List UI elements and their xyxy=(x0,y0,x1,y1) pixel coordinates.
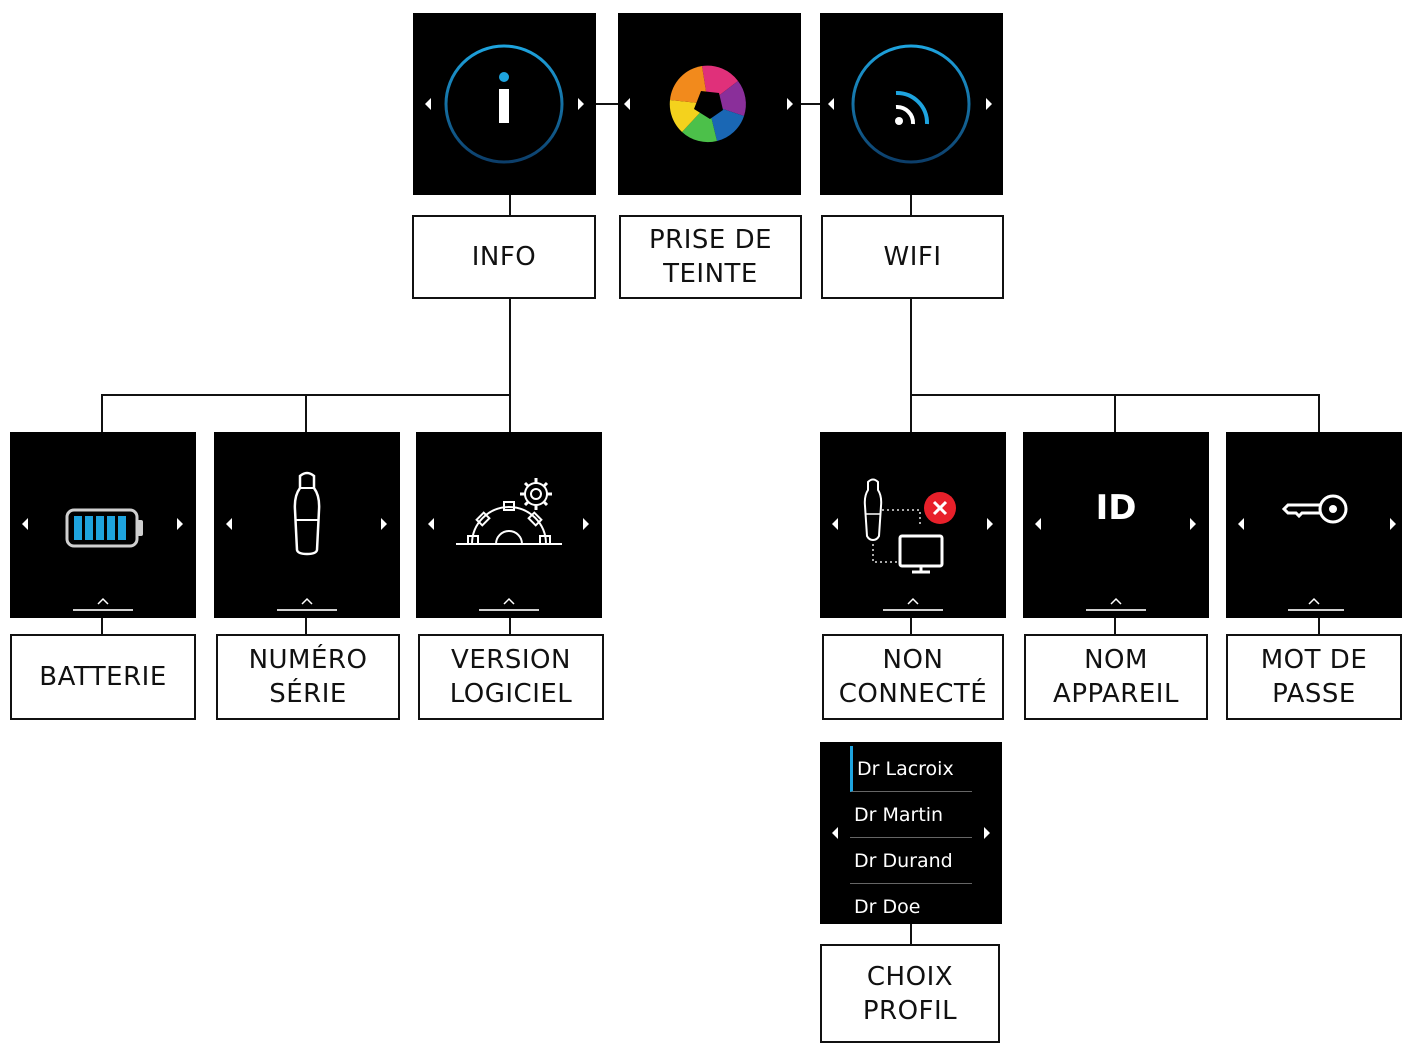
not-connected-label-text: NON CONNECTÉ xyxy=(838,645,988,709)
connector-serial-drop xyxy=(305,394,307,432)
shade-screen[interactable] xyxy=(618,13,801,195)
connector-wifi-down xyxy=(910,298,912,395)
id-icon: ID xyxy=(1086,488,1146,611)
profile-item[interactable]: Dr Durand xyxy=(850,838,972,884)
serial-screen[interactable] xyxy=(214,432,400,618)
arrow-right-icon[interactable] xyxy=(1390,518,1396,530)
arrow-right-icon[interactable] xyxy=(986,98,992,110)
arrow-right-icon[interactable] xyxy=(987,518,993,530)
arrow-left-icon[interactable] xyxy=(226,518,232,530)
connector-device-name-label xyxy=(1114,618,1116,634)
info-icon xyxy=(444,44,564,164)
arrow-left-icon[interactable] xyxy=(828,98,834,110)
battery-label: BATTERIE xyxy=(10,634,196,720)
wifi-label-text: WIFI xyxy=(883,242,942,272)
connector-profile-label xyxy=(910,924,912,946)
serial-label-text: NUMÉRO SÉRIE xyxy=(248,645,368,709)
connector-password-drop xyxy=(1318,394,1320,432)
profile-item[interactable]: Dr Martin xyxy=(850,792,972,838)
arrow-right-icon[interactable] xyxy=(177,518,183,530)
gears-icon xyxy=(456,478,562,611)
connector-not-connected-label xyxy=(910,618,912,634)
shade-aperture-icon xyxy=(669,65,746,143)
info-label: INFO xyxy=(412,215,596,299)
profile-item[interactable]: Dr Lacroix xyxy=(850,746,972,792)
arrow-right-icon[interactable] xyxy=(984,827,990,839)
connector-password-label xyxy=(1318,618,1320,634)
profile-list: Dr Lacroix Dr Martin Dr Durand Dr Doe xyxy=(850,746,972,930)
profile-item[interactable]: Dr Doe xyxy=(850,884,972,930)
arrow-right-icon[interactable] xyxy=(381,518,387,530)
connector-battery-label xyxy=(101,618,103,634)
software-label: VERSION LOGICIEL xyxy=(418,634,604,720)
connector-shade-wifi xyxy=(801,103,820,105)
profile-label-text: CHOIX PROFIL xyxy=(862,961,958,1026)
battery-screen[interactable] xyxy=(10,432,196,618)
connector-serial-label xyxy=(305,618,307,634)
device-name-label: NOM APPAREIL xyxy=(1024,634,1208,720)
connector-device-name-drop xyxy=(1114,394,1116,432)
info-screen[interactable] xyxy=(413,13,596,195)
software-label-text: VERSION LOGICIEL xyxy=(449,645,573,709)
profile-name: Dr Doe xyxy=(854,896,921,918)
password-label: MOT DE PASSE xyxy=(1226,634,1402,720)
profile-name: Dr Martin xyxy=(854,803,944,826)
id-icon-text: ID xyxy=(1096,488,1137,528)
wifi-icon xyxy=(851,44,971,164)
connector-software-label xyxy=(509,618,511,634)
wifi-screen[interactable] xyxy=(820,13,1003,195)
device-name-label-text: NOM APPAREIL xyxy=(1053,645,1179,709)
connector-info-shade xyxy=(596,103,618,105)
not-connected-label: NON CONNECTÉ xyxy=(822,634,1004,720)
battery-label-text: BATTERIE xyxy=(39,662,167,692)
info-label-text: INFO xyxy=(471,242,537,272)
profile-screen[interactable]: Dr Lacroix Dr Martin Dr Durand Dr Doe xyxy=(820,742,1002,924)
device-icon xyxy=(277,471,337,611)
connector-wifi-screen-label xyxy=(910,195,912,215)
connector-info-down xyxy=(509,298,511,395)
profile-name: Dr Lacroix xyxy=(857,757,954,780)
connector-software-drop xyxy=(509,394,511,432)
arrow-right-icon[interactable] xyxy=(578,98,584,110)
key-icon xyxy=(1281,494,1348,611)
battery-icon xyxy=(65,508,143,611)
not-connected-screen[interactable] xyxy=(820,432,1006,618)
arrow-left-icon[interactable] xyxy=(22,518,28,530)
arrow-left-icon[interactable] xyxy=(832,518,838,530)
arrow-right-icon[interactable] xyxy=(787,98,793,110)
connector-info-screen-label xyxy=(509,195,511,215)
connector-battery-drop xyxy=(101,394,103,432)
serial-label: NUMÉRO SÉRIE xyxy=(216,634,400,720)
arrow-left-icon[interactable] xyxy=(1238,518,1244,530)
arrow-left-icon[interactable] xyxy=(624,98,630,110)
arrow-left-icon[interactable] xyxy=(832,827,838,839)
arrow-left-icon[interactable] xyxy=(428,518,434,530)
arrow-left-icon[interactable] xyxy=(425,98,431,110)
profile-name: Dr Durand xyxy=(854,849,953,872)
wifi-label: WIFI xyxy=(821,215,1004,299)
profile-label: CHOIX PROFIL xyxy=(820,944,1000,1043)
arrow-right-icon[interactable] xyxy=(1190,518,1196,530)
password-screen[interactable] xyxy=(1226,432,1402,618)
arrow-right-icon[interactable] xyxy=(583,518,589,530)
password-label-text: MOT DE PASSE xyxy=(1260,645,1368,709)
shade-label: PRISE DE TEINTE xyxy=(619,215,802,299)
connector-not-connected-drop xyxy=(910,394,912,432)
software-screen[interactable] xyxy=(416,432,602,618)
arrow-left-icon[interactable] xyxy=(1035,518,1041,530)
shade-label-text: PRISE DE TEINTE xyxy=(648,225,773,289)
device-name-screen[interactable]: ID xyxy=(1023,432,1209,618)
disconnected-icon xyxy=(863,478,956,611)
